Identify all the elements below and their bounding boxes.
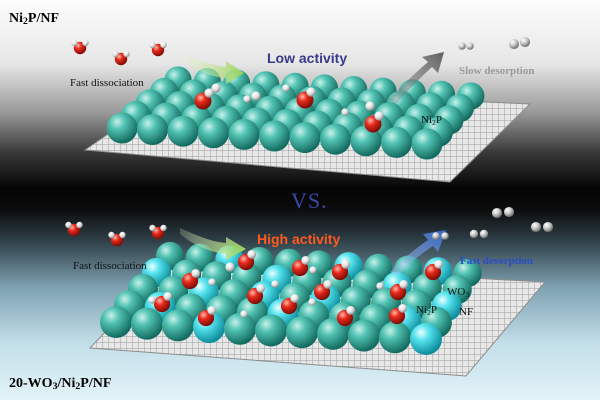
adsorbed-hydrogen: [346, 306, 356, 315]
desorption-arrow-bottom: [390, 230, 446, 276]
adsorbed-hydrogen: [163, 292, 173, 301]
ni2p-sphere: [289, 122, 321, 154]
h2-molecule-atom: [519, 36, 531, 48]
ni2p-sphere: [350, 125, 382, 157]
molecule-layer: [65, 36, 554, 327]
h2-molecule-atom: [458, 42, 466, 50]
hydrogen-atom: [148, 296, 156, 304]
hydrogen-atom: [308, 298, 316, 306]
h2-molecule-atom: [503, 206, 515, 218]
hydrogen-atom: [225, 262, 235, 272]
ni2p-sphere: [348, 319, 380, 352]
h2-molecule-atom: [469, 229, 479, 239]
hydrogen-atom: [271, 280, 279, 288]
h2-molecule-atom: [491, 207, 503, 219]
ni2p-sphere: [131, 307, 163, 340]
adsorbed-hydrogen: [399, 280, 409, 289]
adsorbed-hydrogen: [374, 111, 384, 121]
h2-molecule-atom: [530, 221, 542, 233]
adsorbed-hydrogen: [256, 284, 266, 293]
ni2p-sphere: [100, 306, 132, 338]
hydrogen-atom: [240, 310, 248, 318]
hydrogen-atom: [71, 39, 78, 47]
adsorbed-hydrogen: [398, 304, 408, 313]
ni2p-sphere: [320, 123, 351, 155]
top-fast-dissociation-label: Fast dissociation: [70, 77, 144, 89]
hydrogen-atom: [112, 50, 119, 58]
ni2p-sphere: [411, 128, 443, 160]
hydrogen-atom: [108, 231, 115, 239]
hydrogen-atom: [208, 278, 216, 286]
ni2p-sphere: [381, 126, 412, 158]
adsorbed-hydrogen: [207, 306, 217, 315]
ni2p-sphere: [286, 316, 318, 349]
fast-desorption-label: Fast desorption: [460, 255, 534, 267]
hydrogen-atom: [149, 224, 156, 232]
slow-desorption-label: Slow desorption: [459, 65, 535, 77]
h2-molecule-atom: [466, 42, 474, 50]
hydrogen-atom: [365, 101, 375, 111]
top-ni2p-surface-label: Ni2P: [421, 114, 442, 127]
dissociation-arrow-bottom: [180, 228, 246, 260]
adsorbed-hydrogen: [323, 280, 333, 289]
ni2p-sphere: [137, 114, 168, 146]
low-activity-label: Low activity: [267, 50, 348, 66]
hydrogen-atom: [119, 231, 126, 239]
bottom-panel-title: 20-WO3/Ni2P/NF: [9, 376, 112, 392]
h2-molecule-atom: [542, 221, 554, 233]
hydrogen-atom: [376, 282, 384, 290]
top-panel-title: Ni2P/NF: [9, 11, 60, 27]
bottom-fast-dissociation-label: Fast dissociation: [73, 260, 147, 272]
hydrogen-atom: [160, 224, 167, 232]
wo3-sphere: [410, 323, 442, 355]
h2-molecule-atom: [479, 229, 489, 239]
wo3-label: WO3: [447, 286, 470, 299]
h2-molecule-atom: [508, 38, 520, 50]
ni2p-sphere: [255, 314, 287, 347]
ni2p-sphere: [228, 118, 260, 150]
vs-label: VS.: [291, 188, 328, 213]
ni2p-sphere: [167, 115, 199, 147]
desorption-arrow-top: [388, 52, 444, 104]
h2-molecule-atom: [441, 232, 449, 240]
high-activity-label: High activity: [257, 231, 341, 247]
nf-label: NF: [459, 306, 474, 318]
hydrogen-atom: [65, 221, 72, 229]
hydrogen-atom: [341, 108, 349, 116]
ni2p-sphere-layer: [106, 66, 485, 160]
adsorbed-hydrogen: [191, 269, 201, 278]
adsorbed-hydrogen: [341, 260, 351, 269]
adsorbed-hydrogen: [306, 87, 316, 97]
ni2p-sphere: [162, 309, 194, 342]
hydrogen-atom: [82, 39, 89, 47]
ni2p-sphere: [317, 317, 349, 350]
dissociation-arrow-top: [182, 54, 244, 84]
hydrogen-atom: [123, 50, 130, 58]
ni2p-sphere: [379, 321, 411, 354]
adsorbed-hydrogen: [204, 88, 214, 98]
hydrogen-atom: [149, 41, 156, 49]
hydrogen-atom: [282, 84, 290, 92]
hydrogen-atom: [76, 221, 83, 229]
hydrogen-atom: [309, 266, 317, 274]
adsorbed-hydrogen: [434, 260, 444, 269]
bottom-ni2p-label: Ni2P: [416, 304, 437, 317]
adsorbed-hydrogen: [290, 294, 300, 303]
ni2p-sphere: [106, 112, 138, 144]
hydrogen-atom: [211, 83, 221, 93]
ni2p-sphere: [259, 120, 290, 152]
hydrogen-atom: [243, 95, 251, 103]
h2-molecule-atom: [432, 232, 440, 240]
adsorbed-hydrogen: [247, 250, 257, 259]
ni2p-sphere: [224, 312, 256, 345]
hydrogen-atom: [251, 91, 261, 101]
hydrogen-atom: [160, 41, 167, 49]
ni2p-sphere: [198, 117, 229, 149]
adsorbed-hydrogen: [301, 256, 311, 265]
